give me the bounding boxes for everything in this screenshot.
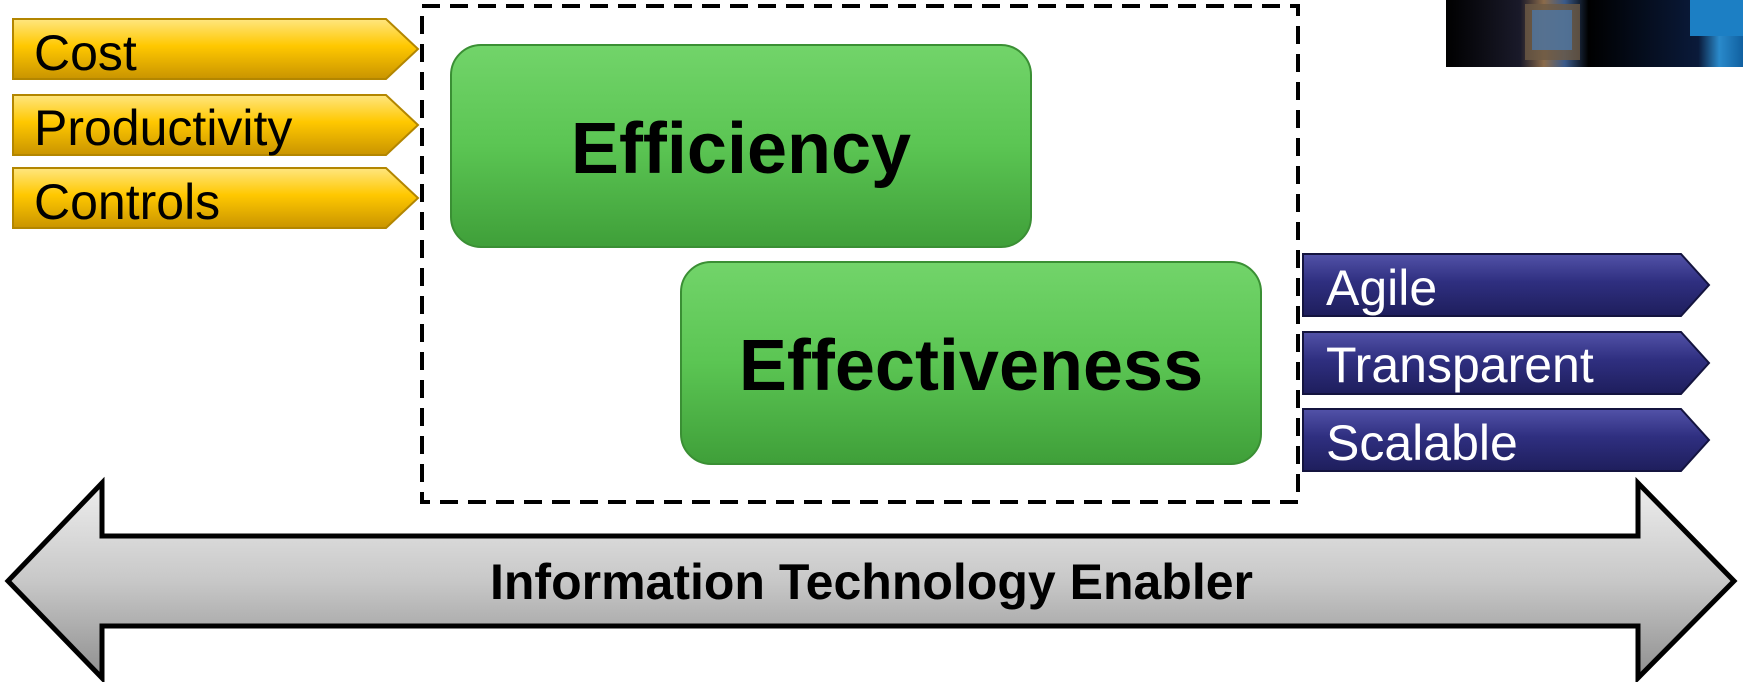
- photo-thumbnail-icon: [1446, 0, 1743, 67]
- left-tag-controls-shape: [12, 167, 420, 229]
- left-tag-productivity-shape: [12, 94, 420, 156]
- efficiency-label: Efficiency: [570, 109, 912, 189]
- left-tag-label-controls: Controls: [34, 174, 221, 230]
- right-tag-label-scalable: Scalable: [1326, 415, 1518, 471]
- efficiency-box: [450, 44, 1032, 248]
- enabler-arrow-label: Information Technology Enabler: [489, 554, 1253, 610]
- enabler-double-arrow: [4, 476, 1738, 682]
- right-tag-label-agile: Agile: [1326, 260, 1438, 316]
- dashed-frame: [420, 4, 1300, 504]
- left-tag-cost-shape: [12, 18, 420, 80]
- right-tag-label-transparent: Transparent: [1326, 337, 1594, 393]
- effectiveness-box: [680, 261, 1262, 465]
- left-tag-label-productivity: Productivity: [34, 100, 293, 156]
- left-tag-label-cost: Cost: [34, 25, 137, 81]
- right-tag-scalable-shape: [1302, 408, 1711, 472]
- effectiveness-label: Effectiveness: [738, 326, 1204, 406]
- right-tag-agile-shape: [1302, 253, 1711, 317]
- right-tag-transparent-shape: [1302, 331, 1711, 395]
